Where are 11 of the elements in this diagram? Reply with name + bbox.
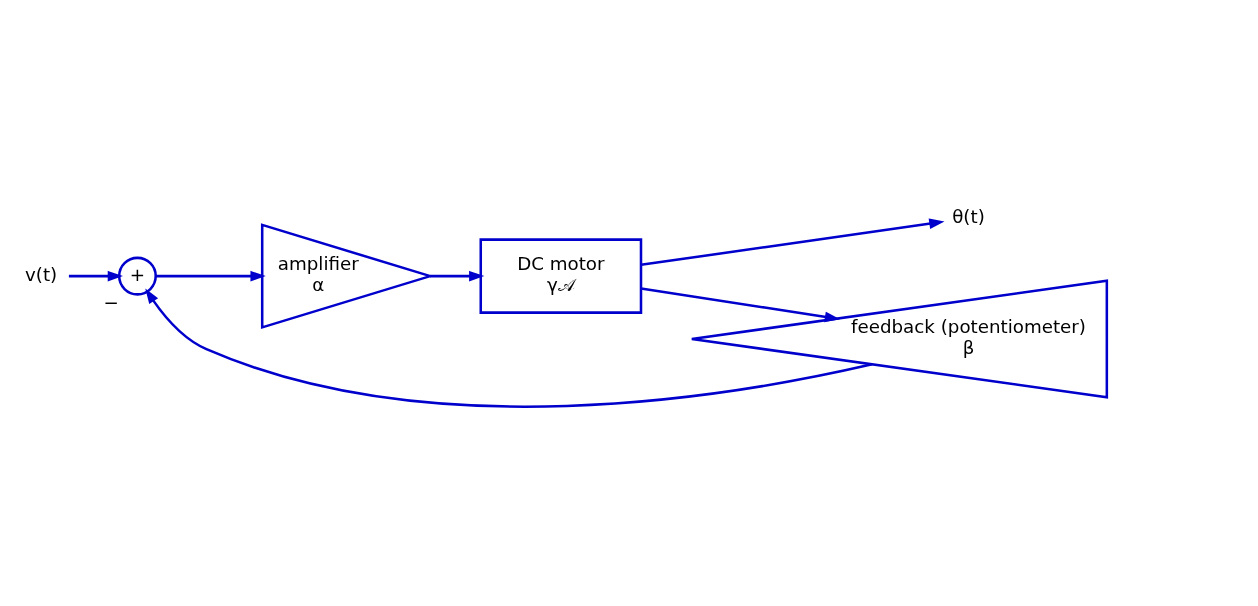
node-label: − — [102, 291, 119, 313]
arrow — [68, 270, 123, 281]
arrow — [640, 286, 840, 322]
arrow — [640, 217, 944, 266]
node-text: v(t) — [24, 263, 57, 285]
node-text: θ(t) — [951, 205, 985, 227]
node-circle: + — [117, 256, 157, 296]
arrow — [429, 270, 484, 281]
arrow — [144, 287, 872, 408]
node-box: DC motor γ𝒜 — [479, 237, 642, 314]
arrow — [155, 270, 266, 281]
